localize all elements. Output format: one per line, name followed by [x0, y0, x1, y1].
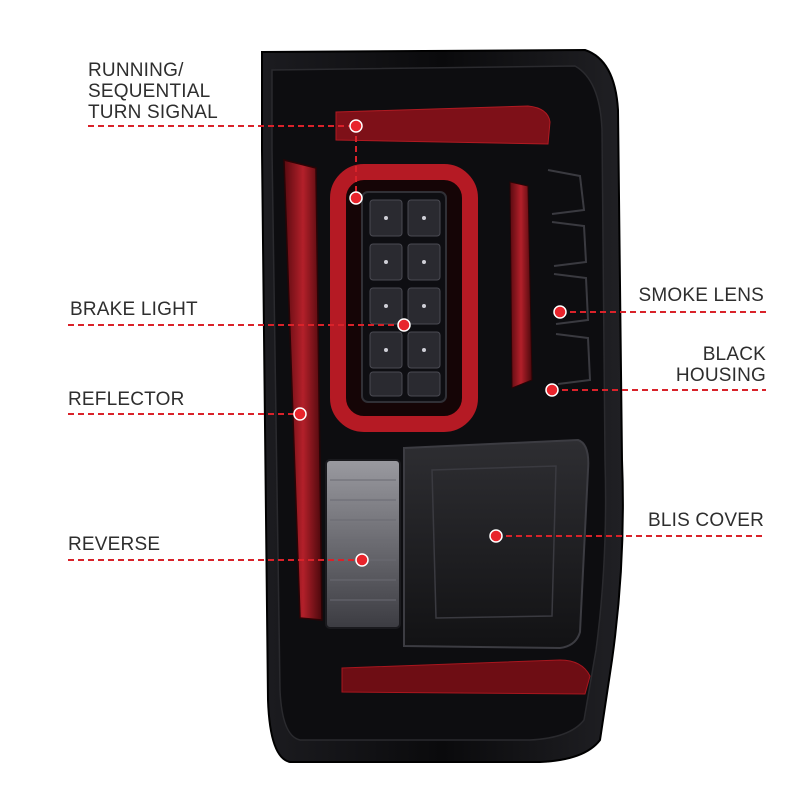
tail-light-image [261, 48, 624, 763]
callout-reverse [68, 553, 369, 567]
running-light-bar [335, 105, 551, 145]
callout-dot [397, 318, 411, 332]
callout-dot [545, 383, 559, 397]
label-blis-cover: BLIS COVER [647, 510, 764, 531]
callout-black-housing [545, 383, 766, 397]
callout-blis-cover [489, 529, 766, 543]
brake-led-grid [369, 199, 441, 397]
label-reflector: REFLECTOR [68, 389, 185, 410]
label-black-housing: BLACK HOUSING [675, 344, 766, 386]
callout-running-turn [88, 119, 363, 205]
label-smoke-lens: SMOKE LENS [638, 285, 764, 306]
side-marker-strip [509, 181, 533, 389]
callout-dot [489, 529, 503, 543]
callout-dot [293, 407, 307, 421]
callout-reflector [68, 407, 307, 421]
blis-cover-panel [403, 438, 590, 650]
label-running-turn-signal: RUNNING/ SEQUENTIAL TURN SIGNAL [88, 60, 218, 123]
callout-smoke-lens [553, 305, 766, 319]
callout-dot [349, 119, 363, 133]
lower-light-bar [341, 659, 591, 695]
reflector-strip [283, 159, 323, 621]
callout-dot [355, 553, 369, 567]
housing-fins [547, 169, 592, 385]
callout-brake-light [68, 318, 411, 332]
callout-dot [349, 191, 363, 205]
label-brake-light: BRAKE LIGHT [70, 299, 198, 320]
label-reverse: REVERSE [68, 534, 161, 555]
callout-dot [553, 305, 567, 319]
reverse-lens [325, 459, 401, 629]
